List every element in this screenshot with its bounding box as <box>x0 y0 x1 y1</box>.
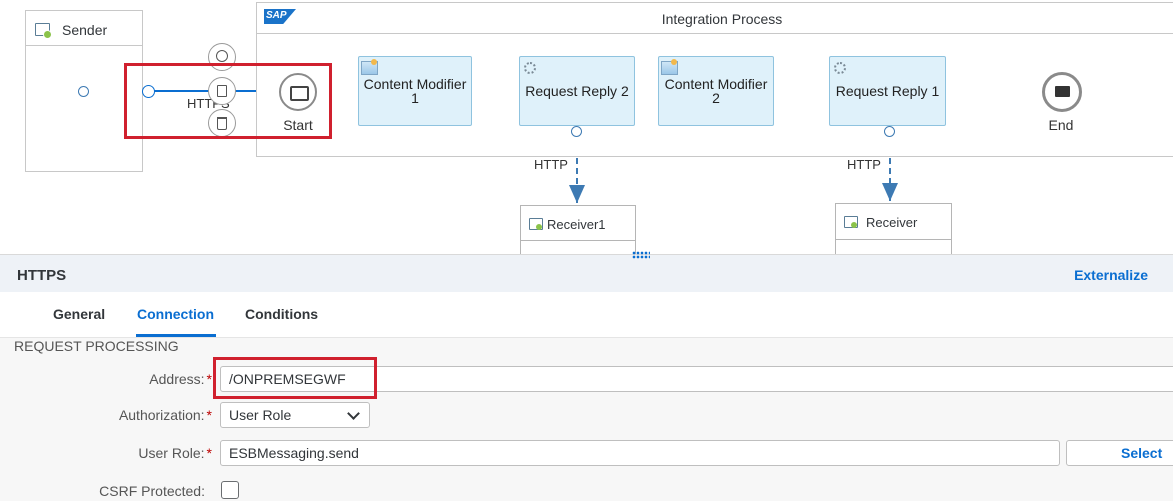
chevron-down-icon <box>347 407 360 420</box>
highlight-box-channel <box>124 63 332 139</box>
participant-icon <box>529 218 543 230</box>
request-reply-2-connection-point[interactable] <box>571 126 582 137</box>
copy-button[interactable] <box>208 77 236 105</box>
content-modifier-2-label: Content Modifier 2 <box>664 76 768 106</box>
content-modifier-2-step[interactable]: Content Modifier 2 <box>658 56 774 126</box>
gear-icon <box>524 62 536 74</box>
request-reply-1-connection-point[interactable] <box>884 126 895 137</box>
copy-icon <box>217 85 227 97</box>
select-button[interactable]: Select <box>1066 440 1173 466</box>
address-label: Address:* <box>149 371 212 387</box>
message-start-icon <box>290 86 309 101</box>
panel-title: HTTPS <box>17 267 67 284</box>
info-button[interactable] <box>208 43 236 71</box>
section-title: REQUEST PROCESSING <box>14 338 179 354</box>
externalize-button[interactable]: Externalize <box>1074 267 1148 283</box>
delete-button[interactable] <box>208 109 236 137</box>
user-role-label: User Role:* <box>138 445 212 461</box>
content-modifier-1-step[interactable]: Content Modifier 1 <box>358 56 472 126</box>
message-end-icon <box>1055 86 1070 97</box>
panel-header: HTTPS Externalize <box>0 255 1173 293</box>
participant-status-icon <box>43 30 52 39</box>
csrf-checkbox[interactable] <box>221 481 239 499</box>
receiver1-label: Receiver1 <box>547 217 606 232</box>
participant-status-icon <box>536 224 542 230</box>
receiver-participant[interactable]: Receiver <box>835 203 952 254</box>
receiver-label: Receiver <box>866 215 918 230</box>
trash-icon <box>217 117 227 130</box>
http-channel-label-1: HTTP <box>534 157 568 172</box>
address-input[interactable]: /ONPREMSEGWF <box>220 366 1173 392</box>
sender-participant[interactable]: Sender <box>25 10 143 172</box>
http-channel-label-2: HTTP <box>847 157 881 172</box>
end-label: End <box>1048 117 1074 133</box>
participant-status-icon <box>851 222 857 228</box>
authorization-select-value: User Role <box>229 407 292 423</box>
csrf-label: CSRF Protected: <box>99 483 205 499</box>
panel-tabs: General Connection Conditions <box>0 292 1173 338</box>
channel-source-point[interactable] <box>142 85 155 98</box>
integration-process-title-bar: SAP Integration Process <box>257 3 1173 34</box>
properties-panel: HTTPS Externalize General Connection Con… <box>0 254 1173 501</box>
authorization-select[interactable]: User Role <box>220 402 370 428</box>
content-modifier-1-label: Content Modifier 1 <box>363 76 467 106</box>
gear-icon <box>834 62 846 74</box>
request-reply-2-step[interactable]: Request Reply 2 <box>519 56 635 126</box>
request-reply-1-step[interactable]: Request Reply 1 <box>829 56 946 126</box>
start-event[interactable] <box>279 73 317 111</box>
tab-conditions[interactable]: Conditions <box>245 306 319 322</box>
request-reply-2-label: Request Reply 2 <box>525 83 629 99</box>
sap-logo-text: SAP <box>266 10 287 21</box>
participant-icon <box>844 216 858 228</box>
start-label: Start <box>283 117 313 133</box>
integration-flow-canvas: Sender SAP Integration Process HTTPS Sta… <box>25 2 1173 254</box>
tab-connection[interactable]: Connection <box>137 306 214 322</box>
tab-general[interactable]: General <box>53 306 106 322</box>
info-icon <box>216 50 228 62</box>
authorization-label: Authorization:* <box>118 407 212 423</box>
request-reply-1-label: Request Reply 1 <box>835 83 940 99</box>
sender-label: Sender <box>62 22 108 38</box>
receiver1-participant[interactable]: Receiver1 <box>520 205 636 254</box>
select-button-label: Select <box>1121 445 1163 461</box>
end-event[interactable] <box>1042 72 1082 112</box>
user-role-input[interactable]: ESBMessaging.send <box>220 440 1060 466</box>
sender-title-bar: Sender <box>26 11 142 46</box>
panel-resize-handle[interactable] <box>632 251 650 259</box>
integration-process-title: Integration Process <box>661 11 783 27</box>
sender-connection-point[interactable] <box>78 86 89 97</box>
highlight-box-address <box>213 357 377 399</box>
active-tab-indicator <box>136 334 216 337</box>
